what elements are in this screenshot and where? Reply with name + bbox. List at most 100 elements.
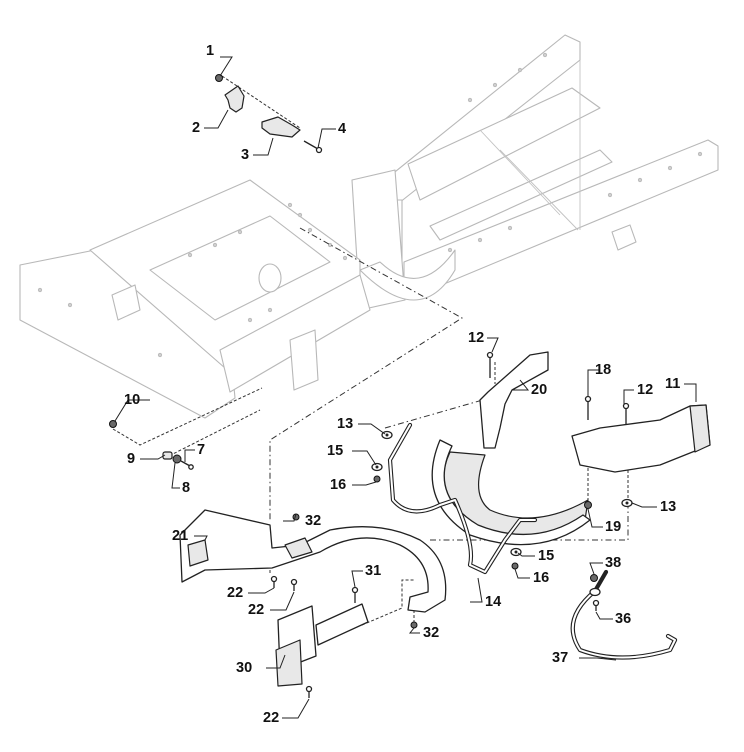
part-bolt-12a-head: [486, 351, 494, 359]
leader-line: [253, 137, 274, 156]
part-nut-16b: [511, 562, 519, 570]
leader-line: [514, 568, 530, 579]
callout-16b: 16: [533, 570, 550, 586]
part-group-top: [215, 74, 323, 154]
leader-line: [589, 562, 603, 575]
callout-38: 38: [605, 555, 622, 571]
part-nut-1: [215, 74, 223, 82]
callout-32b: 32: [423, 625, 440, 641]
part-screw-7: [180, 460, 191, 467]
frame-tab: [611, 224, 637, 251]
part-group-guard-21: [179, 509, 447, 629]
leader-line: [631, 502, 657, 508]
frame-crossmember-mid: [407, 87, 601, 201]
frame-tube: [111, 284, 141, 321]
leader-line: [114, 399, 150, 422]
leader-line: [282, 698, 310, 719]
callout-13b: 13: [660, 499, 677, 515]
assembly-line: [164, 409, 261, 459]
part-guard-11-end: [689, 404, 711, 453]
leader-line: [595, 611, 613, 620]
part-guard-21-and-arc: [179, 509, 447, 613]
part-nut-32b: [410, 621, 418, 629]
part-nut-38: [590, 574, 598, 582]
leader-lines: [114, 56, 697, 719]
chassis-frame: [19, 34, 719, 419]
part-bolt-31-head: [351, 586, 359, 594]
part-bolt-4: [303, 140, 319, 150]
part-guard-21-clamp: [284, 537, 313, 559]
callout-22b: 22: [248, 602, 265, 618]
leader-line: [317, 128, 336, 149]
part-screw-22c-head: [305, 685, 313, 693]
assembly-line: [430, 500, 629, 541]
part-nut-16a: [373, 475, 381, 483]
callout-13a: 13: [337, 416, 354, 432]
part-guard-30-arm: [315, 603, 369, 646]
frame-inner-pan: [149, 215, 331, 321]
callout-36: 36: [615, 611, 632, 627]
part-bolt-4-head: [315, 146, 323, 154]
callout-37: 37: [552, 650, 569, 666]
callout-14: 14: [485, 594, 502, 610]
frame-crossmember-rear: [429, 149, 613, 241]
part-guard-30-flap: [275, 639, 303, 687]
leader-line: [684, 383, 697, 402]
leader-line: [517, 552, 535, 557]
callout-9: 9: [127, 451, 136, 467]
part-group-left-fasteners: [109, 420, 194, 470]
part-washer-15a-hole: [375, 465, 379, 469]
callout-16a: 16: [330, 477, 347, 493]
part-group-rod-14: [371, 422, 538, 575]
part-washer-13a-hole: [385, 433, 389, 437]
callout-4: 4: [338, 121, 347, 137]
part-nut-10: [109, 420, 117, 428]
callout-12b: 12: [637, 382, 654, 398]
leader-line: [470, 577, 483, 603]
part-nut-19: [584, 501, 592, 509]
frame-boss: [258, 263, 282, 293]
callout-22a: 22: [227, 585, 244, 601]
leader-line: [512, 379, 530, 391]
part-wire-guard-37-tab: [592, 569, 609, 594]
callout-32a: 32: [305, 513, 322, 529]
leader-line: [587, 508, 603, 528]
leader-line: [219, 56, 233, 77]
assembly-line: [112, 387, 263, 446]
part-bolt-18-head: [584, 395, 592, 403]
part-bracket-2: [224, 85, 245, 113]
leader-line: [270, 591, 295, 611]
leader-line: [408, 627, 420, 634]
callout-31: 31: [365, 563, 382, 579]
part-plate-3: [261, 116, 301, 138]
part-screw-7-head: [188, 464, 194, 470]
leader-line: [358, 423, 386, 435]
callout-7: 7: [197, 442, 206, 458]
leader-line: [351, 570, 363, 588]
leader-line: [140, 454, 166, 460]
callout-21: 21: [172, 528, 189, 544]
frame-leg: [289, 329, 319, 391]
part-screw-22b-head: [290, 578, 298, 586]
leader-line: [352, 481, 377, 486]
part-wire-guard-37-eye: [589, 587, 601, 597]
frame-pivot-disc: [359, 249, 456, 301]
assembly-line: [361, 579, 414, 626]
callout-19: 19: [605, 519, 622, 535]
callout-1: 1: [206, 43, 215, 59]
part-bolt-12b-head: [622, 402, 630, 410]
leader-line: [352, 450, 377, 466]
leader-line: [184, 449, 195, 462]
assembly-line: [269, 227, 463, 520]
part-washer-8: [172, 454, 182, 464]
callout-15b: 15: [538, 548, 555, 564]
leader-line: [579, 657, 617, 661]
leader-line: [487, 337, 499, 353]
part-guard-21-insert: [187, 539, 209, 567]
callout-12a: 12: [468, 330, 485, 346]
leader-line: [204, 109, 229, 129]
leader-line: [587, 369, 599, 396]
part-wire-guard-37-inner: [571, 590, 676, 659]
part-bracket-20: [479, 351, 549, 449]
